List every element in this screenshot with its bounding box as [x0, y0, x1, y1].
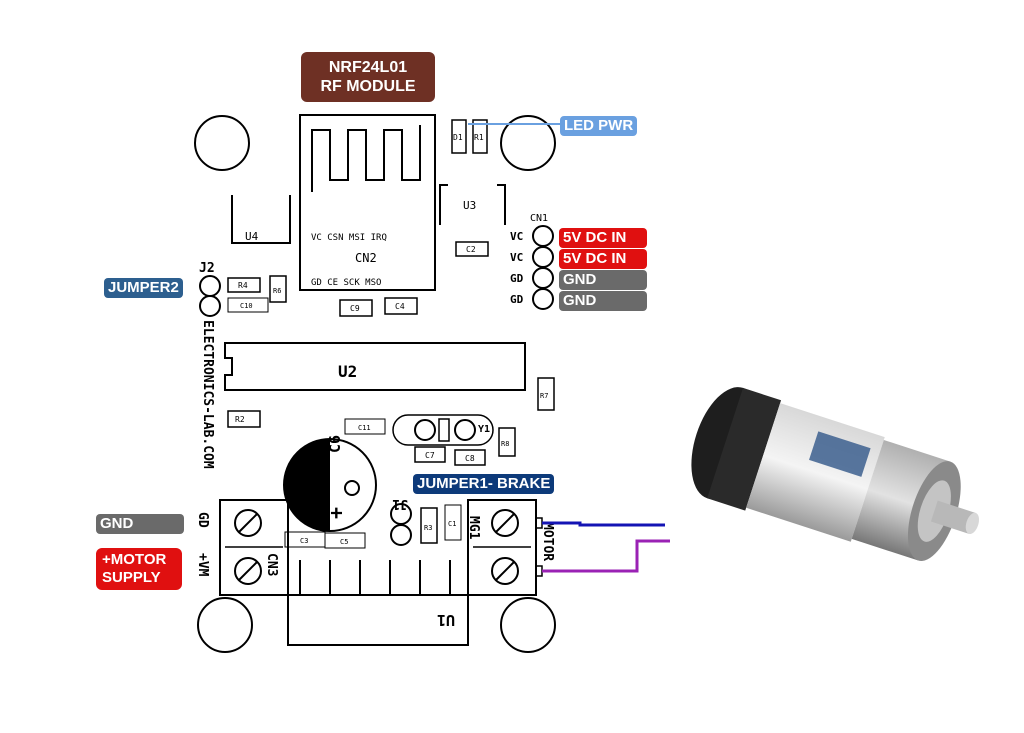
- mounting-hole-bottom-right: [500, 597, 556, 653]
- c11-label: C11: [358, 424, 371, 432]
- cn1-pin-vc-1: VC: [510, 230, 523, 243]
- cn1-pin-vc-2: VC: [510, 251, 523, 264]
- c7-outline: [414, 446, 446, 463]
- u2-label: U2: [338, 362, 357, 381]
- c9-label: C9: [350, 304, 360, 313]
- cn3-label: CN3: [264, 553, 279, 576]
- r2-outline: [227, 410, 261, 428]
- c10-label: C10: [240, 302, 253, 310]
- c6-plus: +: [324, 507, 348, 519]
- cn1-label: CN1: [530, 213, 548, 224]
- gnd-motor-tag: GND: [96, 514, 184, 534]
- motor-supply-tag: +MOTOR SUPPLY: [96, 548, 182, 590]
- j2-label: J2: [199, 261, 215, 276]
- u4-label: U4: [245, 230, 259, 243]
- cn1-pin-gd-2: GD: [510, 293, 524, 306]
- mg1-label: MG1: [466, 516, 481, 540]
- c6-capacitor: C6 +: [283, 435, 377, 532]
- r4-outline: [227, 277, 261, 293]
- r7-label: R7: [540, 392, 548, 400]
- motor-conn-label: MOTOR: [540, 522, 555, 561]
- r7-outline: [537, 377, 555, 411]
- rf-module-tag-line2: RF MODULE: [320, 78, 416, 95]
- c5-label: C5: [340, 538, 348, 546]
- u3-outline: [439, 184, 506, 225]
- mg1-terminal: MG1 MOTOR: [466, 499, 555, 596]
- dc-in-tag-2: 5V DC IN: [559, 249, 647, 269]
- c4-outline: [384, 297, 418, 315]
- gnd-tag-1: GND: [559, 270, 647, 290]
- j2-header: J2: [199, 261, 221, 317]
- u3-label: U3: [463, 199, 476, 212]
- c4-label: C4: [395, 302, 405, 311]
- r2-label: R2: [235, 415, 245, 424]
- cn3-pin-vm: +VM: [195, 553, 210, 577]
- c1-outline: [444, 504, 462, 541]
- c1-label: C1: [448, 520, 456, 528]
- motor-supply-line2: SUPPLY: [102, 569, 161, 586]
- cn3-terminal: CN3 GD +VM: [195, 499, 289, 596]
- mounting-hole-top-left: [194, 115, 250, 171]
- cn2-pins-bottom: GD CE SCK MSO: [311, 278, 381, 288]
- c7-label: C7: [425, 451, 435, 460]
- rf-module-tag-line1: NRF24L01: [328, 59, 408, 76]
- cn1-pin-gd-1: GD: [510, 272, 524, 285]
- motor-wire-a: [542, 521, 665, 527]
- r8-outline: [498, 427, 516, 457]
- gear-motor-image: [691, 387, 980, 561]
- r1-label: R1: [474, 133, 484, 142]
- r3-outline: [420, 507, 438, 544]
- cn2-label: CN2: [355, 251, 377, 265]
- c2-outline: [455, 241, 489, 257]
- y1-label: Y1: [478, 424, 490, 435]
- c5-outline: [324, 532, 366, 549]
- rf-module-tag: NRF24L01 RF MODULE: [301, 52, 435, 102]
- r8-label: R8: [501, 440, 509, 448]
- mounting-hole-bottom-left: [197, 597, 253, 653]
- dc-in-tag-1: 5V DC IN: [559, 228, 647, 248]
- u4-outline: [231, 195, 291, 244]
- gnd-tag-2: GND: [559, 291, 647, 311]
- u2-outline: [224, 342, 526, 391]
- rf-module-cn2: VC CSN MSI IRQ CN2 GD CE SCK MSO: [299, 114, 436, 291]
- c8-label: C8: [465, 454, 475, 463]
- u1-outline: U1: [287, 560, 469, 646]
- r6-outline: [269, 275, 287, 303]
- led-pwr-tag: LED PWR: [560, 116, 638, 136]
- jumper2-tag: JUMPER2: [104, 278, 183, 298]
- r1-outline: [472, 119, 488, 154]
- c3-label: C3: [300, 537, 308, 545]
- motor-wire-b: [542, 539, 670, 573]
- c8-outline: [454, 449, 486, 466]
- cn2-pins-top: VC CSN MSI IRQ: [311, 233, 387, 243]
- brand-text: ELECTRONICS-LAB.COM: [200, 320, 215, 469]
- d1-label: D1: [453, 133, 463, 142]
- c10-outline: [227, 297, 269, 313]
- r4-label: R4: [238, 281, 248, 290]
- c2-label: C2: [466, 245, 476, 254]
- cn3-pin-gd: GD: [195, 512, 210, 528]
- j1-header: J1: [390, 496, 412, 546]
- cn1-header: CN1 VC VC GD GD: [510, 213, 554, 310]
- motor-supply-line1: +MOTOR: [102, 551, 167, 568]
- d1-outline: [451, 119, 467, 154]
- c11-outline: [344, 418, 386, 435]
- c9-outline: [339, 299, 373, 317]
- y1-crystal: Y1: [392, 414, 494, 446]
- u1-label: U1: [437, 611, 455, 629]
- jumper1-brake-tag: JUMPER1- BRAKE: [413, 474, 555, 494]
- mounting-hole-top-right: [500, 115, 556, 171]
- r6-label: R6: [273, 287, 281, 295]
- r3-label: R3: [424, 524, 432, 532]
- c6-label: C6: [326, 435, 344, 453]
